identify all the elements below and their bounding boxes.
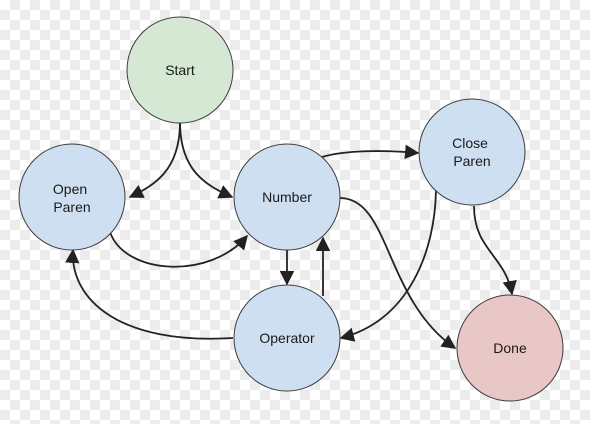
node-start-label-line-1: Start — [165, 62, 195, 78]
node-number-label-line-1: Number — [262, 189, 312, 205]
node-operator[interactable]: Operator — [233, 284, 341, 392]
node-open-paren-label-line-1: Open — [53, 181, 87, 197]
nodes: Start Open Paren Number Close — [18, 16, 564, 402]
edge-open-paren-to-number — [109, 231, 248, 268]
edge-close-paren-to-done — [473, 205, 517, 296]
node-close-paren-label-line-1: Close — [452, 135, 488, 151]
node-done[interactable]: Done — [456, 294, 564, 402]
node-done-label-line-1: Done — [493, 340, 527, 356]
node-done-label: Done — [493, 340, 527, 356]
node-start-label: Start — [165, 62, 195, 78]
node-open-paren[interactable]: Open Paren — [18, 143, 126, 251]
node-close-paren-label-line-2: Paren — [453, 153, 490, 169]
edge-close-paren-to-operator — [339, 189, 437, 342]
node-open-paren-label-line-2: Paren — [53, 199, 90, 215]
node-number-label: Number — [262, 189, 312, 205]
node-close-paren-label: Close Paren — [452, 135, 492, 169]
node-number[interactable]: Number — [233, 143, 341, 251]
node-operator-label-line-1: Operator — [259, 330, 315, 346]
edge-number-to-close-paren — [321, 144, 420, 159]
edge-start-to-open-paren — [128, 121, 181, 198]
node-start[interactable]: Start — [126, 16, 234, 124]
node-close-paren[interactable]: Close Paren — [418, 98, 526, 206]
edge-start-to-number — [179, 121, 234, 199]
edge-operator-to-open-paren — [65, 248, 234, 340]
edge-number-to-done — [339, 197, 457, 349]
edges — [65, 121, 517, 349]
node-open-paren-label: Open Paren — [53, 181, 91, 215]
node-operator-label: Operator — [259, 330, 315, 346]
